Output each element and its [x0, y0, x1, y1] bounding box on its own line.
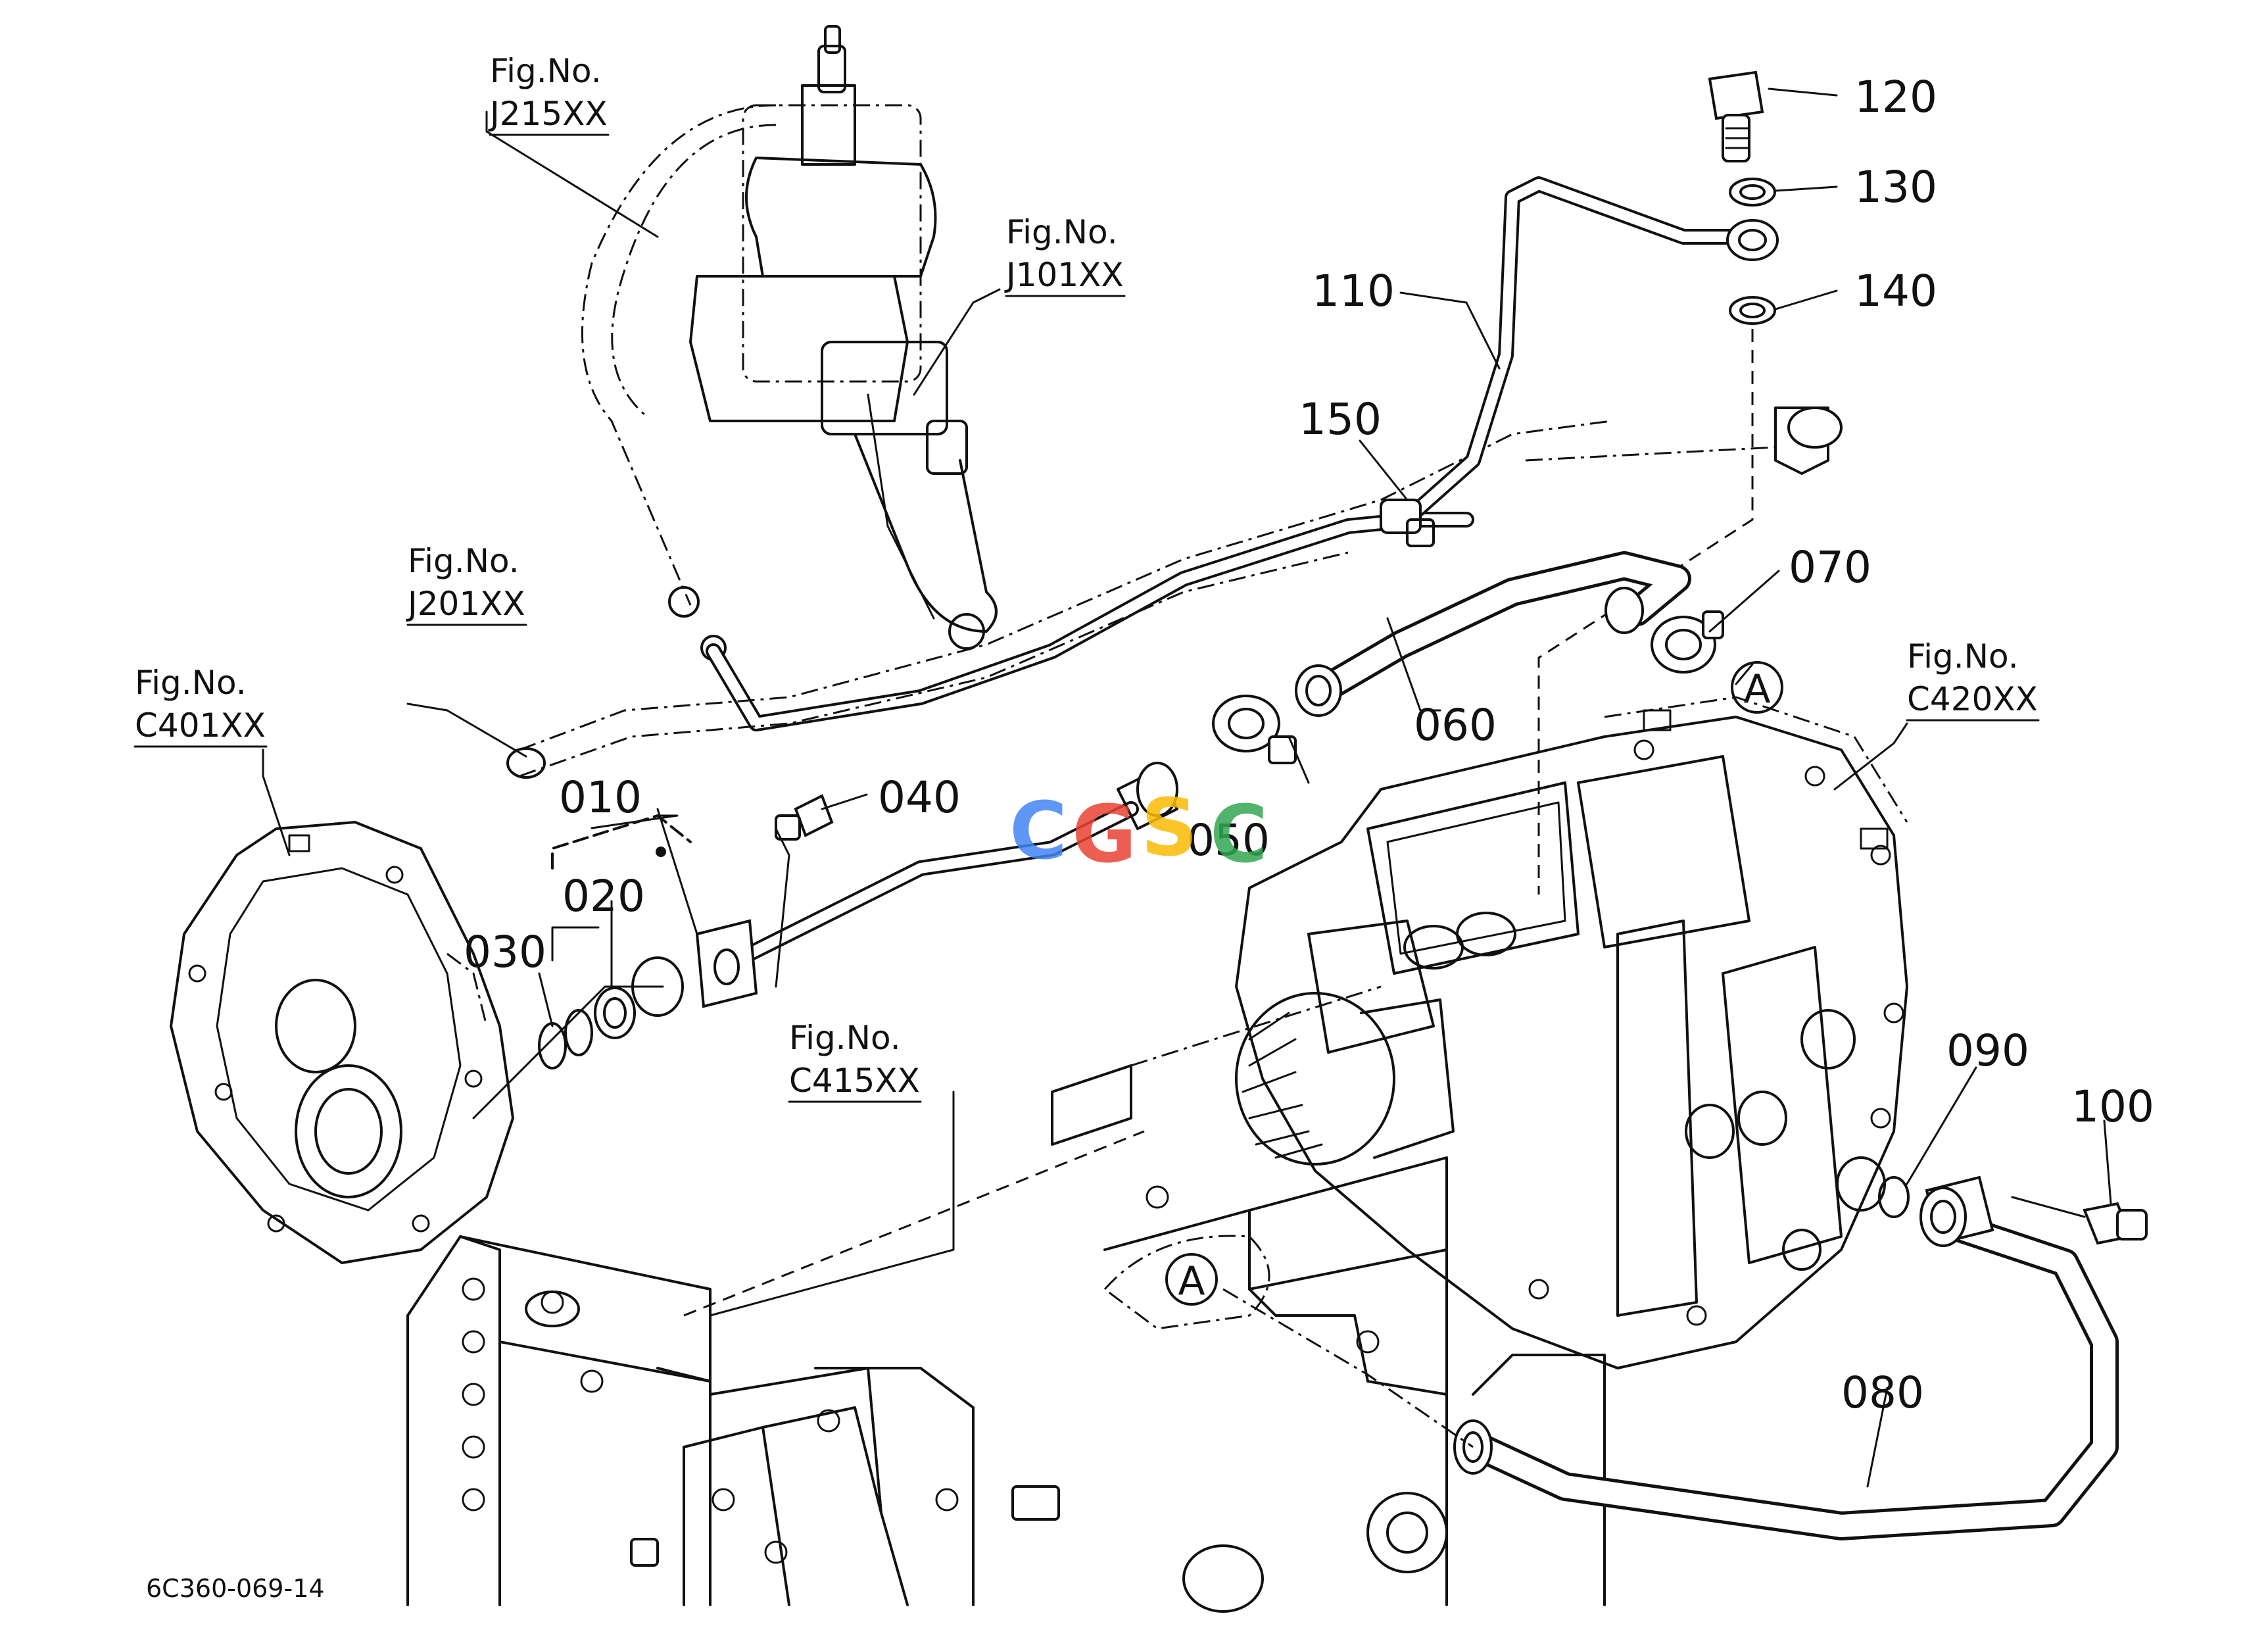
drawing-id: 6C360-069-14 — [146, 1574, 325, 1603]
seal-020 — [594, 987, 636, 1039]
fig-ref-c415-title: Fig.No. — [789, 1019, 901, 1057]
callout-100: 100 — [2071, 1081, 2154, 1132]
hydraulic-pump-assembly — [689, 25, 998, 650]
o-rings-030 — [472, 985, 664, 1119]
fig-ref-c415-code: C415XX — [789, 1062, 920, 1100]
fig-ref-j201-code: J201XX — [406, 585, 525, 623]
fig-ref-c401: Fig.No. C401XX — [133, 664, 268, 748]
fig-ref-j101: Fig.No. J101XX — [1004, 213, 1126, 297]
callout-090: 090 — [1946, 1025, 2029, 1076]
return-pipe — [706, 512, 1474, 731]
bevel-gear — [1235, 992, 1455, 1166]
connection-a-link — [1222, 1288, 1474, 1448]
fig-ref-j201: Fig.No. J201XX — [406, 542, 527, 626]
callout-120: 120 — [1854, 72, 1937, 122]
callout-130: 130 — [1854, 162, 1937, 212]
bracket-010 — [551, 814, 692, 870]
frame-c415 — [406, 985, 1606, 1613]
watermark-g: G — [1072, 789, 1137, 881]
watermark-logo: C G S C — [1009, 783, 1268, 881]
pipe-110 — [1406, 176, 1779, 521]
callout-070: 070 — [1789, 542, 1871, 593]
fig-ref-j215-title: Fig.No. — [490, 52, 602, 90]
hose-080 — [1453, 1209, 2119, 1540]
fig-ref-j101-code: J101XX — [1004, 256, 1124, 294]
watermark-s: S — [1141, 783, 1197, 874]
leader-lines — [262, 87, 2112, 1488]
fig-ref-j215-code: J215XX — [488, 95, 608, 133]
fig-ref-c415: Fig.No. C415XX — [788, 1019, 922, 1103]
connection-marker-a-lower-label: A — [1178, 1258, 1205, 1304]
callout-110: 110 — [1312, 266, 1395, 316]
clamp-150 — [1380, 499, 1435, 547]
fitting-080-end — [1919, 1175, 1994, 1247]
callout-140: 140 — [1854, 266, 1937, 316]
connection-marker-a-upper: A — [1731, 661, 1783, 714]
pipe-j201 — [506, 420, 1612, 779]
front-housing-c401 — [170, 821, 514, 1264]
fig-ref-j201-title: Fig.No. — [408, 542, 519, 580]
connection-marker-a-upper-label: A — [1743, 666, 1770, 712]
fitting-upper-right — [1525, 406, 1843, 475]
figure-references: Fig.No. J215XX Fig.No. J101XX Fig.No. J2… — [133, 52, 2040, 1103]
fig-ref-j101-title: Fig.No. — [1006, 213, 1118, 251]
plug-040 — [775, 794, 834, 841]
callout-010: 010 — [559, 772, 642, 823]
part-callouts: 010 020 030 040 050 060 070 080 090 100 … — [464, 72, 2154, 1418]
plug-100 — [2011, 1196, 2148, 1245]
fig-ref-c401-code: C401XX — [135, 706, 266, 745]
callout-050: 050 — [1187, 815, 1270, 866]
clamp-070 — [1651, 610, 1724, 674]
fig-ref-c420: Fig.No. C420XX — [1906, 637, 2040, 722]
hose-060 — [1295, 551, 1691, 717]
fig-ref-c420-title: Fig.No. — [1907, 637, 2019, 676]
watermark-c1: C — [1009, 786, 1067, 877]
transmission-case-c420 — [1235, 696, 1908, 1369]
fig-ref-c420-code: C420XX — [1907, 680, 2038, 718]
clamp-050 — [1212, 695, 1297, 764]
fig-ref-j215: Fig.No. J215XX — [488, 52, 610, 136]
callout-040: 040 — [878, 772, 961, 823]
suction-pipe-010 — [631, 762, 1178, 1017]
o-ring-090 — [1878, 1176, 1910, 1218]
fig-ref-c401-title: Fig.No. — [135, 664, 247, 702]
callout-150: 150 — [1299, 394, 1382, 445]
callout-060: 060 — [1414, 700, 1497, 750]
callout-030: 030 — [464, 927, 546, 977]
connection-marker-a-lower: A — [1165, 1253, 1218, 1306]
watermark-c2: C — [1210, 789, 1268, 881]
callout-020: 020 — [562, 871, 645, 922]
callout-080: 080 — [1841, 1367, 1924, 1418]
